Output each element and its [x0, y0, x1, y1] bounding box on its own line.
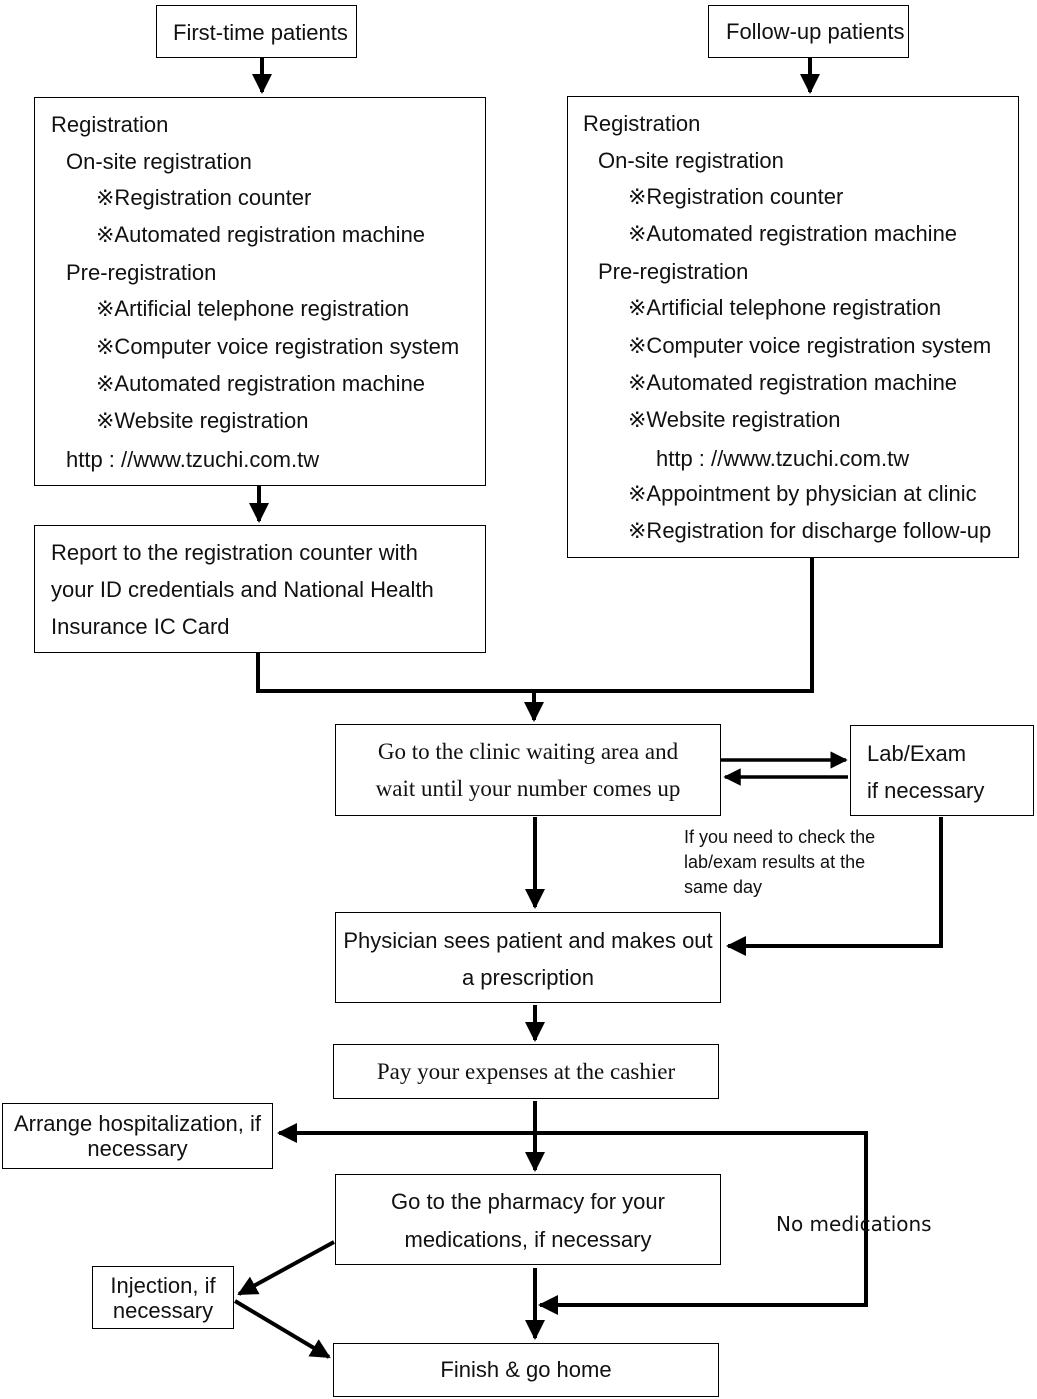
follow-website-url: http : //www.tzuchi.com.tw	[656, 446, 910, 471]
hospitalization-line: Arrange hospitalization, if	[13, 1111, 262, 1136]
pharmacy-line: medications, if necessary	[404, 1227, 652, 1252]
finish-label: Finish & go home	[440, 1357, 612, 1382]
follow-pre-item: ※Computer voice registration system	[628, 333, 992, 358]
follow-pre-item: ※Website registration	[628, 407, 841, 432]
first-time-patients-label: First-time patients	[173, 20, 348, 45]
injection-line: necessary	[112, 1298, 214, 1323]
first-pre-label: Pre-registration	[66, 260, 217, 285]
lab-exam-box	[850, 725, 1034, 816]
lab-results-note: same day	[684, 877, 763, 897]
hospitalization-box	[2, 1103, 273, 1169]
first-pre-item: ※Artificial telephone registration	[96, 296, 410, 321]
follow-onsite-item: ※Registration counter	[628, 184, 844, 209]
report-line: Insurance IC Card	[51, 614, 230, 639]
injection-line: Injection, if	[110, 1273, 216, 1298]
first-onsite-item: ※Automated registration machine	[96, 222, 426, 247]
pharmacy-line: Go to the pharmacy for your	[391, 1189, 665, 1214]
lab-exam-line: if necessary	[867, 778, 985, 803]
first-time-patients-box	[156, 5, 357, 58]
physician-line: Physician sees patient and makes out	[343, 928, 713, 953]
no-medications-label: No medications	[776, 1212, 932, 1236]
follow-extra-item: ※Appointment by physician at clinic	[628, 481, 977, 506]
report-line: Report to the registration counter with	[51, 540, 418, 565]
physician-box	[335, 912, 721, 1003]
first-pre-item: ※Automated registration machine	[96, 371, 426, 396]
pharmacy-box	[335, 1174, 721, 1265]
arrow-lab-to-physician	[726, 817, 943, 956]
follow-pre-label: Pre-registration	[598, 259, 749, 284]
cashier-box	[333, 1044, 719, 1099]
arrow-pharmacy-to-injection	[237, 1240, 335, 1296]
line-report-merge	[256, 653, 534, 693]
first-pre-item: ※Computer voice registration system	[96, 334, 460, 359]
follow-registration-title: Registration	[583, 111, 701, 136]
first-onsite-item: ※Registration counter	[96, 185, 312, 210]
physician-line: a prescription	[461, 965, 595, 990]
follow-pre-item: ※Automated registration machine	[628, 370, 958, 395]
waiting-area-line: wait until your number comes up	[375, 776, 681, 801]
lab-results-note: If you need to check the	[684, 827, 876, 847]
first-registration-box	[34, 97, 486, 486]
injection-box	[92, 1266, 234, 1329]
follow-pre-item: ※Artificial telephone registration	[628, 295, 942, 320]
first-website-url: http : //www.tzuchi.com.tw	[66, 447, 320, 472]
report-box	[34, 525, 486, 653]
first-onsite-label: On-site registration	[66, 149, 252, 174]
lab-exam-line: Lab/Exam	[867, 741, 967, 766]
waiting-area-line: Go to the clinic waiting area and	[377, 739, 679, 764]
cashier-label: Pay your expenses at the cashier	[376, 1059, 676, 1084]
arrow-injection-to-finish	[233, 1299, 331, 1359]
line-no-medications	[535, 1131, 868, 1315]
follow-up-patients-box	[708, 5, 909, 58]
follow-onsite-label: On-site registration	[598, 148, 784, 173]
finish-box	[333, 1343, 719, 1397]
first-pre-item: ※Website registration	[96, 408, 309, 433]
follow-registration-box	[567, 96, 1019, 558]
follow-extra-item: ※Registration for discharge follow-up	[628, 518, 992, 543]
lab-results-note: lab/exam results at the	[684, 852, 866, 872]
waiting-area-box	[335, 724, 721, 816]
hospitalization-line: necessary	[87, 1136, 188, 1161]
report-line: your ID credentials and National Health	[51, 577, 434, 602]
follow-up-patients-label: Follow-up patients	[726, 19, 905, 44]
first-registration-title: Registration	[51, 112, 169, 137]
follow-onsite-item: ※Automated registration machine	[628, 221, 958, 246]
line-followup-merge	[534, 558, 814, 693]
